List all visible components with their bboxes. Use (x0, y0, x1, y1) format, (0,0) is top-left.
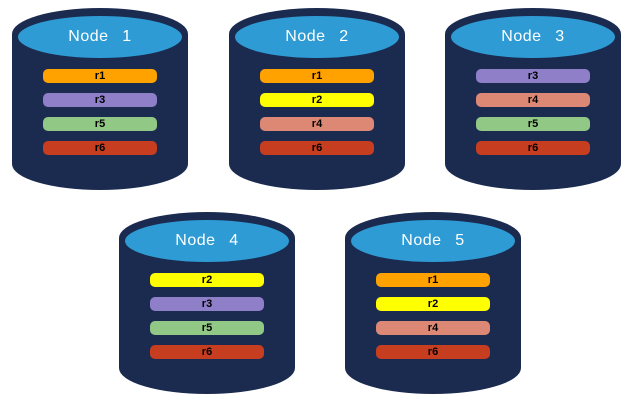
replica-bar: r1 (43, 69, 157, 83)
node-cylinder-5: Node 5 r1 r2 r4 r6 (345, 212, 521, 394)
cylinder-body (229, 34, 405, 190)
node-cylinder-1: Node 1 r1 r3 r5 r6 (12, 8, 188, 190)
replica-bar: r6 (260, 141, 374, 155)
replica-bar: r4 (476, 93, 590, 107)
cylinder-top-face: Node 4 (125, 220, 289, 262)
node-cylinder-2: Node 2 r1 r2 r4 r6 (229, 8, 405, 190)
node-title: Node 3 (501, 28, 565, 45)
cylinder-top-face: Node 5 (351, 220, 515, 262)
replica-bars: r3 r4 r5 r6 (476, 69, 590, 155)
replica-bars: r2 r3 r5 r6 (150, 273, 264, 359)
replica-bar: r6 (376, 345, 490, 359)
replica-bar: r6 (43, 141, 157, 155)
replica-bar: r5 (43, 117, 157, 131)
replica-bar: r5 (476, 117, 590, 131)
replica-bar: r3 (43, 93, 157, 107)
node-title: Node 5 (401, 232, 465, 249)
cylinder-body (445, 34, 621, 190)
replica-bar: r2 (150, 273, 264, 287)
replica-bars: r1 r3 r5 r6 (43, 69, 157, 155)
node-title: Node 1 (68, 28, 132, 45)
replica-bar: r6 (476, 141, 590, 155)
replica-bar: r6 (150, 345, 264, 359)
cylinder-body (119, 238, 295, 394)
cylinder-body (12, 34, 188, 190)
replica-bar: r3 (150, 297, 264, 311)
cylinder-top-face: Node 3 (451, 16, 615, 58)
replica-bar: r4 (260, 117, 374, 131)
cylinder-top-face: Node 2 (235, 16, 399, 58)
cylinder-top-face: Node 1 (18, 16, 182, 58)
replica-bar: r1 (376, 273, 490, 287)
replica-bars: r1 r2 r4 r6 (260, 69, 374, 155)
replica-bar: r2 (376, 297, 490, 311)
node-cylinder-4: Node 4 r2 r3 r5 r6 (119, 212, 295, 394)
node-title: Node 4 (175, 232, 239, 249)
node-title: Node 2 (285, 28, 349, 45)
replica-bar: r2 (260, 93, 374, 107)
replica-bar: r5 (150, 321, 264, 335)
replica-bar: r4 (376, 321, 490, 335)
replica-bar: r3 (476, 69, 590, 83)
node-cylinder-3: Node 3 r3 r4 r5 r6 (445, 8, 621, 190)
cylinder-body (345, 238, 521, 394)
replica-bar: r1 (260, 69, 374, 83)
replica-bars: r1 r2 r4 r6 (376, 273, 490, 359)
